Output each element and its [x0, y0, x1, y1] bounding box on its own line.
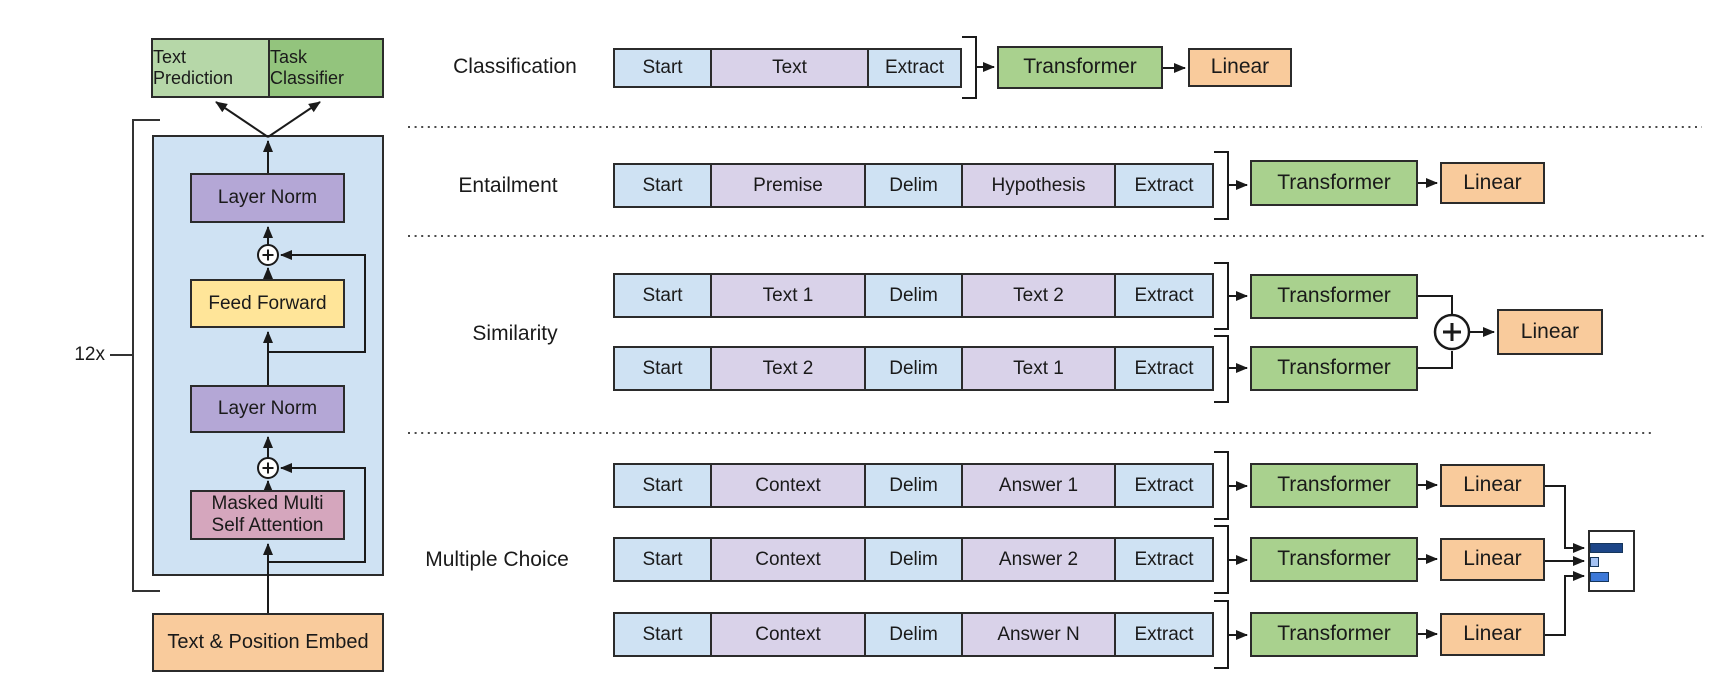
token-cell: Text 1 [961, 348, 1114, 389]
score-bar-2 [1590, 557, 1599, 567]
linear-box: Linear [1440, 538, 1545, 581]
token-cell: Answer 1 [961, 465, 1114, 506]
transformer-box: Transformer [997, 46, 1163, 89]
linear-box: Linear [1440, 613, 1545, 656]
token-cell: Delim [864, 614, 961, 655]
transformer-box: Transformer [1250, 463, 1418, 508]
text-prediction-head: Text Prediction [153, 40, 268, 96]
token-cell: Premise [710, 165, 864, 206]
token-cell: Text 1 [710, 275, 864, 316]
score-connector-3 [1545, 571, 1585, 636]
arrow-to-text-prediction [215, 101, 269, 138]
token-cell: Text 2 [710, 348, 864, 389]
token-row-entailment: Start Premise Delim Hypothesis Extract [613, 163, 1214, 208]
token-cell: Extract [1114, 465, 1212, 506]
token-cell: Start [615, 50, 710, 86]
extract-bracket [1214, 335, 1229, 403]
token-cell: Extract [867, 50, 960, 86]
token-cell: Context [710, 614, 864, 655]
score-bar-1 [1590, 543, 1623, 553]
layer-norm-block-bottom: Layer Norm [190, 385, 345, 433]
token-row-choice-2: Start Context Delim Answer 2 Extract [613, 537, 1214, 582]
linear-box: Linear [1440, 464, 1545, 507]
transformer-box: Transformer [1250, 346, 1418, 391]
token-cell: Delim [864, 465, 961, 506]
token-cell: Start [615, 275, 710, 316]
token-cell: Start [615, 614, 710, 655]
text-position-embed-block: Text & Position Embed [152, 613, 384, 672]
token-cell: Context [710, 465, 864, 506]
section-label-multiple-choice: Multiple Choice [425, 548, 569, 571]
token-cell: Delim [864, 275, 961, 316]
extract-bracket [1214, 151, 1229, 220]
transformer-box: Transformer [1250, 274, 1418, 319]
transformer-box: Transformer [1250, 537, 1418, 582]
token-cell: Extract [1114, 614, 1212, 655]
repeat-count-label: 12x [74, 344, 105, 365]
merge-line-bottom [1418, 351, 1453, 369]
token-cell: Extract [1114, 539, 1212, 580]
section-label-classification: Classification [453, 55, 577, 78]
token-cell: Answer 2 [961, 539, 1114, 580]
extract-bracket [962, 36, 977, 99]
token-cell: Delim [864, 539, 961, 580]
linear-box: Linear [1440, 162, 1545, 204]
extract-bracket [1214, 600, 1229, 669]
arrow-to-task-classifier [267, 101, 321, 138]
transformer-box: Transformer [1250, 160, 1418, 206]
token-row-classification: Start Text Extract [613, 48, 962, 88]
token-cell: Hypothesis [961, 165, 1114, 206]
token-cell: Extract [1114, 348, 1212, 389]
token-row-choice-1: Start Context Delim Answer 1 Extract [613, 463, 1214, 508]
task-classifier-head: Task Classifier [268, 40, 382, 96]
token-row-choice-3: Start Context Delim Answer N Extract [613, 612, 1214, 657]
transformer-box: Transformer [1250, 612, 1418, 657]
layer-norm-block-top: Layer Norm [190, 173, 345, 223]
section-label-entailment: Entailment [458, 174, 558, 197]
token-cell: Text [710, 50, 867, 86]
token-cell: Start [615, 348, 710, 389]
extract-bracket [1214, 451, 1229, 520]
token-row-similarity-2: Start Text 2 Delim Text 1 Extract [613, 346, 1214, 391]
token-row-similarity-1: Start Text 1 Delim Text 2 Extract [613, 273, 1214, 318]
token-cell: Delim [864, 348, 961, 389]
token-cell: Context [710, 539, 864, 580]
merge-line-top [1418, 295, 1453, 314]
linear-box: Linear [1188, 48, 1292, 87]
token-cell: Extract [1114, 165, 1212, 206]
token-cell: Start [615, 465, 710, 506]
answer-score-chart [1588, 530, 1635, 592]
token-cell: Start [615, 539, 710, 580]
token-cell: Delim [864, 165, 961, 206]
token-cell: Extract [1114, 275, 1212, 316]
section-label-similarity: Similarity [472, 322, 558, 345]
masked-multi-self-attention-block: Masked Multi Self Attention [190, 490, 345, 540]
extract-bracket [1214, 262, 1229, 330]
score-connector-1 [1545, 485, 1585, 553]
add-icon [1433, 313, 1471, 351]
output-heads: Text Prediction Task Classifier [151, 38, 384, 98]
extract-bracket [1214, 525, 1229, 594]
linear-box: Linear [1497, 309, 1603, 355]
token-cell: Answer N [961, 614, 1114, 655]
score-bar-3 [1590, 572, 1609, 582]
feed-forward-block: Feed Forward [190, 279, 345, 328]
token-cell: Text 2 [961, 275, 1114, 316]
token-cell: Start [615, 165, 710, 206]
